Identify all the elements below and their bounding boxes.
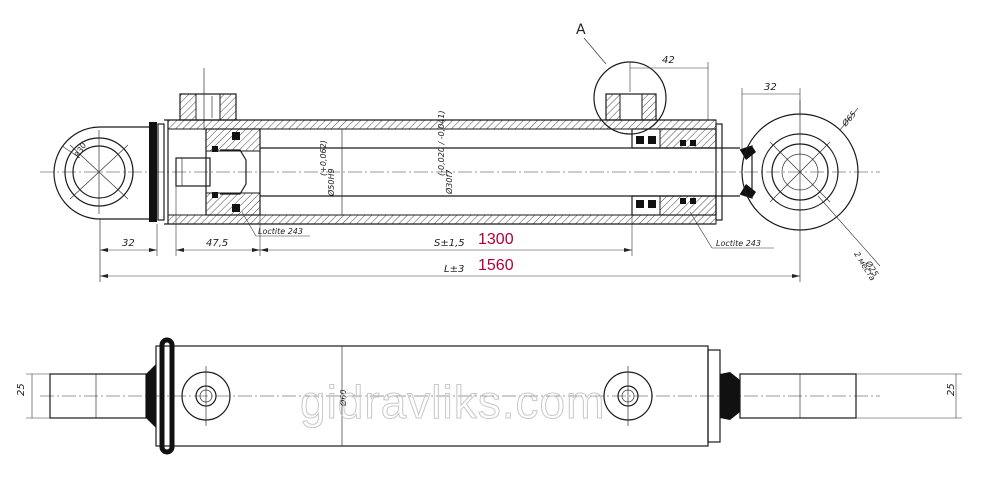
piston	[205, 128, 261, 216]
dim-stroke-text: S±1,5	[434, 238, 465, 249]
dim-d65-text: Ø65	[839, 109, 858, 129]
side-port-left	[181, 366, 231, 426]
seal-ring-left	[149, 122, 157, 222]
dim-42-text: 42	[662, 55, 675, 66]
length-value: 1560	[478, 257, 514, 274]
side-d60-text: Ø60	[338, 390, 348, 407]
dim-42	[629, 62, 709, 120]
rod-tol-text: (-0,020 / -0,041)	[437, 110, 446, 176]
side-view: 25 Ø60 25	[16, 337, 962, 455]
bore-tol-text: (+0,062)	[319, 140, 328, 176]
detail-label-a: A	[576, 22, 586, 38]
bore-text: Ø50H9	[326, 168, 336, 197]
side-25-right-text: 25	[946, 383, 957, 396]
left-stub	[26, 364, 156, 428]
port-boss-right	[583, 37, 667, 135]
dim-47-5-text: 47,5	[206, 238, 228, 249]
barrel-wall-bottom	[167, 214, 717, 225]
dimension-chain	[100, 186, 800, 278]
right-eye	[739, 100, 859, 282]
left-eye	[53, 126, 150, 282]
dim-32-right-text: 32	[764, 82, 777, 93]
watermark: gidravliks.com	[300, 376, 605, 428]
dim-length-text: L±3	[444, 264, 464, 275]
stroke-value: 1300	[478, 231, 514, 248]
section-view: A 42 32 Ø65	[40, 22, 881, 282]
rod-text: Ø30f7	[444, 169, 454, 195]
side-port-right	[603, 366, 653, 426]
loctite-right-text: Loctite 243	[716, 239, 761, 248]
dim-32-right	[741, 88, 801, 150]
rod-nut	[175, 157, 211, 187]
right-stub	[720, 372, 962, 420]
loctite-left-text: Loctite 243	[258, 227, 303, 236]
side-seal-ring	[159, 337, 175, 455]
gland	[631, 123, 723, 221]
end-cap-left	[157, 123, 165, 221]
dim-32-left-text: 32	[122, 238, 135, 249]
side-25-left-text: 25	[16, 383, 27, 396]
